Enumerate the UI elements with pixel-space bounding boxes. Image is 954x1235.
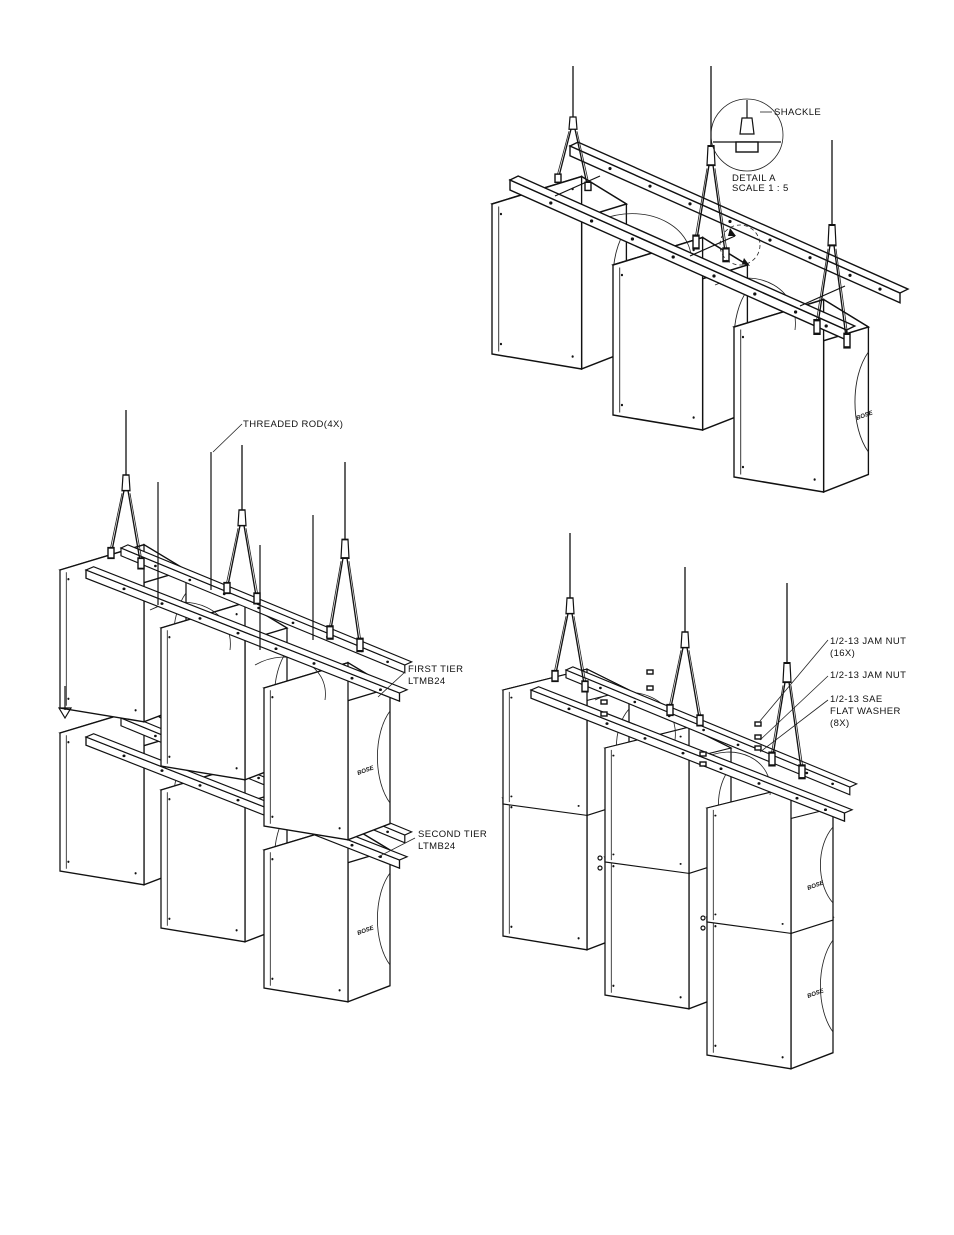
figure-stacking-tiers: THREADED ROD(4X) FIRST TIER LTMB24 SECON…: [59, 410, 487, 1002]
bridle-cable: [667, 567, 703, 726]
second-tier-callout: SECOND TIER: [418, 829, 487, 840]
bridle-cable: [327, 462, 363, 651]
detail-a-inset: SHACKLE DETAIL A SCALE 1 : 5: [711, 99, 821, 194]
bridle-cable: [769, 583, 805, 778]
first-tier-callout: FIRST TIER: [408, 664, 463, 675]
jam-nut-16x-callout: 1/2-13 JAM NUT: [830, 636, 906, 647]
washer-callout: 1/2-13 SAE: [830, 694, 883, 705]
first-tier-model: LTMB24: [408, 676, 446, 687]
figure-single-tier: SHACKLE DETAIL A SCALE 1 : 5 BOSE: [492, 66, 908, 492]
bridle-cable: [108, 410, 144, 569]
jam-nut-callout: 1/2-13 JAM NUT: [830, 670, 906, 681]
washer-callout-line2: FLAT WASHER: [830, 706, 901, 717]
second-tier-model: LTMB24: [418, 841, 456, 852]
bridle-cable: [224, 445, 260, 604]
bridle-cable: [555, 66, 591, 190]
detail-a-scale: SCALE 1 : 5: [732, 183, 789, 194]
threaded-rod-callout: THREADED ROD(4X): [243, 419, 343, 430]
bridle-cable: [693, 66, 729, 261]
jam-nut-16x-quantity: (16X): [830, 648, 855, 659]
figure-assembled-array: 1/2-13 JAM NUT (16X) 1/2-13 JAM NUT 1/2-…: [503, 533, 906, 1069]
shackle-callout: SHACKLE: [774, 107, 821, 118]
washer-quantity: (8X): [830, 718, 850, 729]
